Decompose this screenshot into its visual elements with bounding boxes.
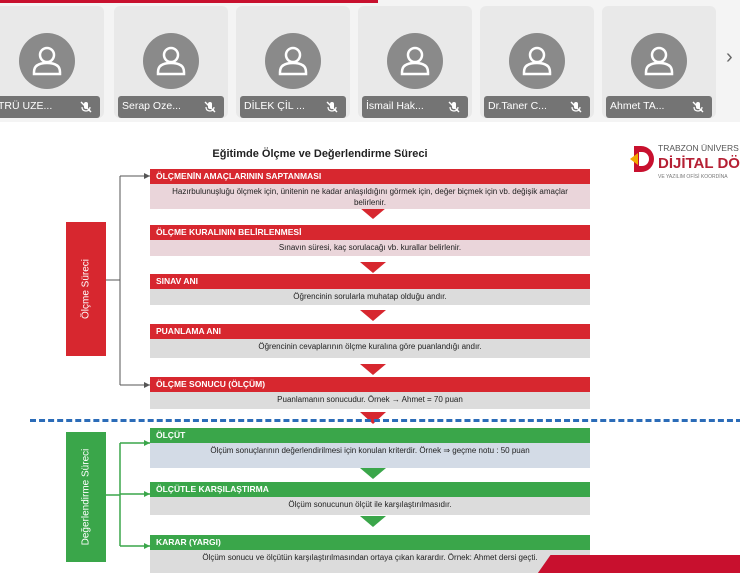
mic-off-icon [326, 101, 338, 113]
participant-name: Serap Oze... [122, 100, 181, 112]
participant-nameplate: Dr.Taner C... [484, 96, 590, 118]
participant-tile[interactable]: Ahmet TA... [602, 6, 716, 118]
participant-tile[interactable]: TRÜ UZE... [0, 6, 104, 118]
participant-tile[interactable]: Serap Oze... [114, 6, 228, 118]
user-icon [644, 46, 674, 76]
measure-step-text: Öğrencinin sorularla muhatap olduğu andı… [150, 289, 590, 305]
user-icon [32, 46, 62, 76]
user-icon [278, 46, 308, 76]
measure-step-text: Sınavın süresi, kaç sorulacağı vb. kural… [150, 240, 590, 256]
participant-tile[interactable]: DİLEK ÇİL ... [236, 6, 350, 118]
evaluation-step-text: Ölçüm sonuçlarının değerlendirilmesi içi… [150, 443, 590, 468]
avatar [265, 33, 321, 89]
logo-line-3: VE YAZILIM OFİSİ KOORDİNA [658, 174, 728, 180]
measure-step-text: Öğrencinin cevaplarının ölçme kuralına g… [150, 339, 590, 358]
logo-line-1: TRABZON ÜNİVERS [658, 143, 739, 153]
measure-step-title: SINAV ANI [150, 274, 590, 289]
user-icon [400, 46, 430, 76]
participant-nameplate: Serap Oze... [118, 96, 224, 118]
logo-mark-icon [630, 146, 654, 172]
mic-off-icon [692, 101, 704, 113]
slide-title: Eğitimde Ölçme ve Değerlendirme Süreci [212, 148, 428, 160]
participant-strip: TRÜ UZE... Serap Oze... DİLEK ÇİL ... İs… [0, 0, 740, 122]
evaluation-step-text: Ölçüm sonucu ve ölçütün karşılaştırılmas… [150, 550, 590, 573]
measure-step-title: ÖLÇME SONUCU (ÖLÇÜM) [150, 377, 590, 392]
user-icon [522, 46, 552, 76]
participant-nameplate: Ahmet TA... [606, 96, 712, 118]
participant-tile[interactable]: İsmail Hak... [358, 6, 472, 118]
avatar [509, 33, 565, 89]
participant-name: DİLEK ÇİL ... [244, 100, 305, 112]
down-arrows-red [360, 208, 386, 424]
participant-name: İsmail Hak... [366, 100, 424, 112]
participant-tile[interactable]: Dr.Taner C... [480, 6, 594, 118]
strip-accent-bar [0, 0, 378, 3]
mic-off-icon [570, 101, 582, 113]
avatar [19, 33, 75, 89]
participant-name: Dr.Taner C... [488, 100, 547, 112]
evaluation-process-text: Değerlendirme Süreci [80, 448, 92, 546]
participant-nameplate: İsmail Hak... [362, 96, 468, 118]
participant-nameplate: TRÜ UZE... [0, 96, 100, 118]
mic-off-icon [204, 101, 216, 113]
evaluation-step-title: ÖLÇÜTLE KARŞILAŞTIRMA [150, 482, 590, 497]
measure-step-title: ÖLÇMENİN AMAÇLARININ SAPTANMASI [150, 169, 590, 184]
participant-name: Ahmet TA... [610, 100, 665, 112]
process-divider [30, 419, 740, 422]
next-participants-chevron-icon[interactable]: › [726, 46, 733, 68]
avatar [387, 33, 443, 89]
mic-off-icon [80, 101, 92, 113]
evaluation-step-text: Ölçüm sonucunun ölçüt ile karşılaştırılm… [150, 497, 590, 515]
measure-step-title: PUANLAMA ANI [150, 324, 590, 339]
evaluation-step-title: KARAR (YARGI) [150, 535, 590, 550]
mic-off-icon [448, 101, 460, 113]
slide-corner-decoration [529, 555, 740, 573]
evaluation-step-title: ÖLÇÜT [150, 428, 590, 443]
avatar [631, 33, 687, 89]
participant-name: TRÜ UZE... [0, 100, 53, 112]
logo-line-2: DİJİTAL DÖNÜ [658, 155, 740, 172]
measure-step-text: Puanlamanın sonucudur. Örnek → Ahmet = 7… [150, 392, 590, 409]
measure-step-text: Hazırbulunuşluğu ölçmek için, ünitenin n… [150, 184, 590, 209]
measure-process-label: Ölçme Süreci [66, 222, 106, 356]
down-arrows-green [360, 468, 386, 527]
avatar [143, 33, 199, 89]
participant-nameplate: DİLEK ÇİL ... [240, 96, 346, 118]
measure-step-title: ÖLÇME KURALININ BELİRLENMESİ [150, 225, 590, 240]
measure-process-text: Ölçme Süreci [80, 258, 92, 320]
evaluation-process-label: Değerlendirme Süreci [66, 432, 106, 562]
user-icon [156, 46, 186, 76]
